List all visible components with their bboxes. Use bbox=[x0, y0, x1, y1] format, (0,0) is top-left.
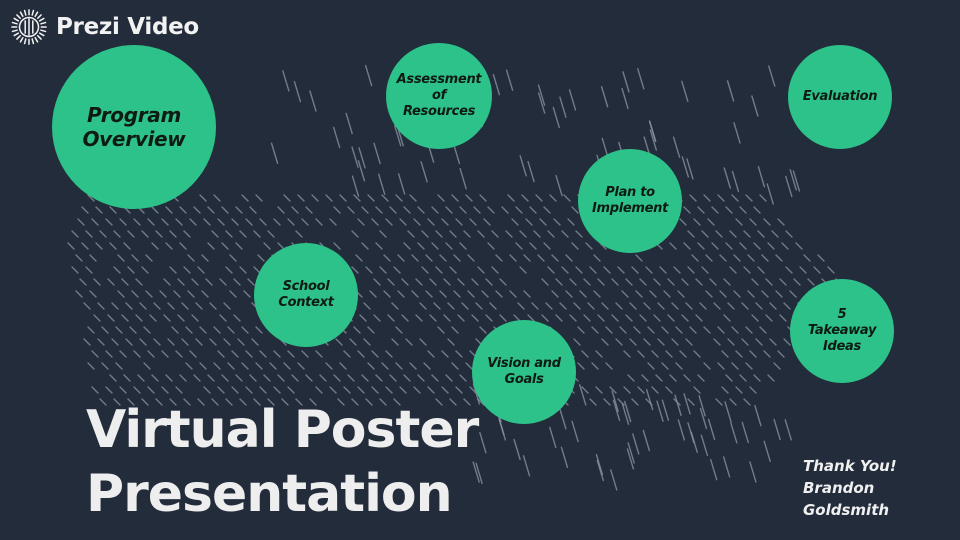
topic-circle-assessment-of-resources[interactable]: Assessment of Resources bbox=[386, 43, 492, 149]
topic-circle-5-takeaway-ideas[interactable]: 5 Takeaway Ideas bbox=[790, 279, 894, 383]
title-line-1: Virtual Poster bbox=[86, 400, 479, 460]
credits-thank-you: Thank You! bbox=[803, 457, 897, 475]
topic-circle-school-context[interactable]: School Context bbox=[254, 243, 358, 347]
topic-circle-vision-and-goals[interactable]: Vision and Goals bbox=[472, 320, 576, 424]
presentation-title: Virtual Poster Presentation bbox=[86, 398, 479, 526]
topic-label: Program Overview bbox=[82, 102, 186, 151]
credits-author-last: Goldsmith bbox=[803, 501, 890, 519]
topic-label: Vision and Goals bbox=[487, 356, 561, 387]
topic-label: Evaluation bbox=[802, 89, 878, 105]
title-line-2: Presentation bbox=[86, 464, 453, 524]
credits-author-first: Brandon bbox=[803, 479, 875, 497]
app-name: Prezi Video bbox=[56, 14, 199, 40]
credits: Thank You! Brandon Goldsmith bbox=[803, 455, 897, 521]
prezi-logo-icon bbox=[11, 9, 47, 45]
topic-circle-plan-to-implement[interactable]: Plan to Implement bbox=[578, 149, 682, 253]
topic-label: 5 Takeaway Ideas bbox=[807, 307, 877, 354]
prezi-video-logo: Prezi Video bbox=[10, 8, 199, 46]
topic-label: Plan to Implement bbox=[591, 185, 669, 216]
topic-circle-program-overview[interactable]: Program Overview bbox=[52, 45, 216, 209]
topic-label: Assessment of Resources bbox=[396, 72, 482, 119]
topic-circle-evaluation[interactable]: Evaluation bbox=[788, 45, 892, 149]
topic-label: School Context bbox=[278, 279, 334, 310]
